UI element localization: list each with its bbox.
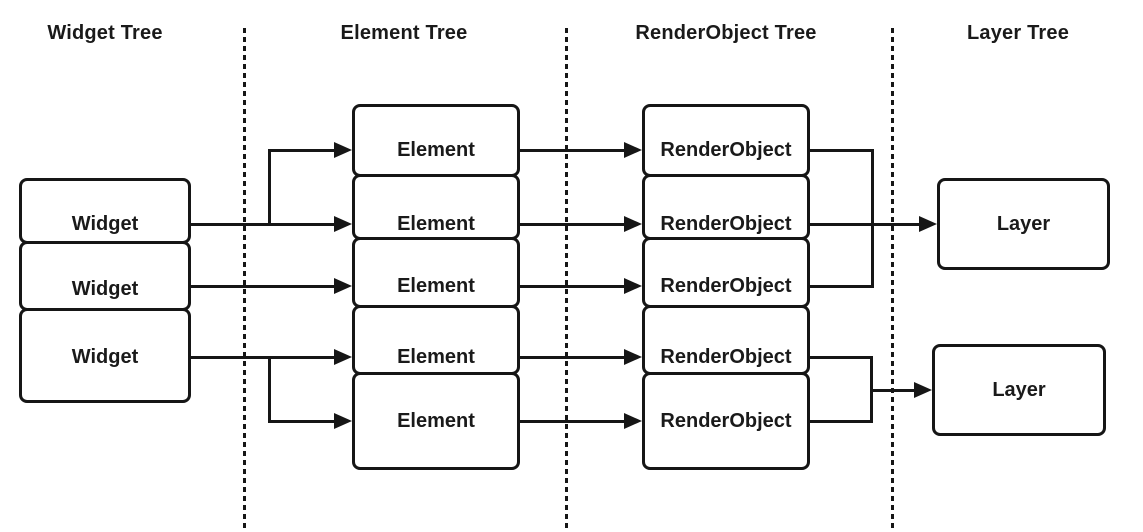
- element-box-label: Element: [397, 275, 475, 297]
- connector-element4-renderobject4: [518, 356, 626, 359]
- renderobject-box-1: [642, 104, 810, 177]
- renderobject-box-label: RenderObject: [660, 213, 792, 235]
- connector-widget3-element5: [268, 420, 336, 423]
- element-box-1: [352, 104, 520, 177]
- connector-join-layer2: [870, 389, 914, 392]
- arrowhead-icon: [334, 216, 352, 232]
- arrowhead-icon: [919, 216, 937, 232]
- connector-renderobject4-join: [810, 356, 873, 359]
- layer-box-2: [932, 344, 1106, 436]
- connector-element3-renderobject3: [518, 285, 626, 288]
- connector-widget3-branch-down: [268, 356, 271, 423]
- widget-box-2: [19, 241, 191, 311]
- column-title-layer-tree: Layer Tree: [966, 22, 1070, 44]
- connector-element1-renderobject1: [518, 149, 626, 152]
- renderobject-box-label: RenderObject: [660, 275, 792, 297]
- connector-widget1-element1: [268, 149, 336, 152]
- connector-renderobject5-join: [810, 420, 873, 423]
- divider-line-3: [891, 28, 894, 532]
- renderobject-box-label: RenderObject: [660, 410, 792, 432]
- connector-widget1-element2: [191, 223, 336, 226]
- layer-box-label: Layer: [996, 213, 1051, 235]
- layer-box-label: Layer: [992, 379, 1046, 401]
- connector-element5-renderobject5: [518, 420, 626, 423]
- connector-renderobject1-join: [810, 149, 874, 152]
- renderobject-box-label: RenderObject: [660, 346, 792, 368]
- connector-widget1-branch-up: [268, 149, 271, 226]
- column-title-widget-tree: Widget Tree: [47, 22, 163, 44]
- renderobject-box-5: [642, 372, 810, 470]
- divider-line-1: [243, 28, 246, 532]
- column-title-renderobject-tree: RenderObject Tree: [635, 22, 817, 44]
- element-box-label: Element: [397, 213, 475, 235]
- widget-box-label: Widget: [71, 278, 139, 300]
- widget-box-3: [19, 308, 191, 403]
- element-box-label: Element: [397, 346, 475, 368]
- arrowhead-icon: [334, 413, 352, 429]
- arrowhead-icon: [334, 142, 352, 158]
- element-box-label: Element: [397, 139, 475, 161]
- renderobject-box-label: RenderObject: [660, 139, 792, 161]
- connector-widget2-element3: [191, 285, 336, 288]
- arrowhead-icon: [334, 278, 352, 294]
- widget-box-label: Widget: [71, 213, 139, 235]
- connector-renderobject2-layer1: [810, 223, 919, 226]
- element-box-label: Element: [397, 410, 475, 432]
- widget-box-label: Widget: [71, 346, 139, 368]
- connector-element2-renderobject2: [518, 223, 626, 226]
- layer-box-1: [937, 178, 1110, 270]
- connector-widget3-element4: [191, 356, 336, 359]
- element-box-4: [352, 305, 520, 375]
- arrowhead-icon: [624, 278, 642, 294]
- divider-line-2: [565, 28, 568, 532]
- arrowhead-icon: [334, 349, 352, 365]
- arrowhead-icon: [624, 142, 642, 158]
- arrowhead-icon: [624, 216, 642, 232]
- arrowhead-icon: [914, 382, 932, 398]
- arrowhead-icon: [624, 413, 642, 429]
- element-box-5: [352, 372, 520, 470]
- connector-layer1-join-vertical: [871, 149, 874, 288]
- renderobject-box-3: [642, 237, 810, 308]
- column-title-element-tree: Element Tree: [340, 22, 468, 44]
- connector-renderobject3-join: [810, 285, 874, 288]
- arrowhead-icon: [624, 349, 642, 365]
